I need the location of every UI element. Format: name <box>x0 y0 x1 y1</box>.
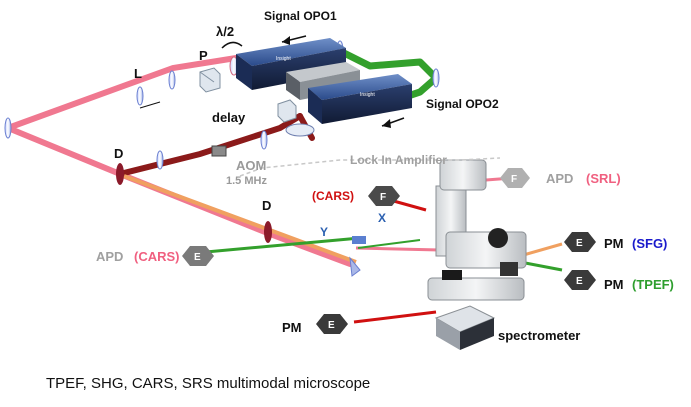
lens-l <box>168 70 176 90</box>
label-cars-top: (CARS) <box>312 189 354 203</box>
box-e-tpef <box>564 270 596 290</box>
lens-left-end <box>4 117 12 139</box>
label-pm-sfg: PM <box>604 236 624 251</box>
label-axis-y: Y <box>320 225 328 239</box>
beam-to-scope <box>355 246 441 252</box>
sfg-beam <box>519 242 563 258</box>
label-lock-in: Lock In Amplifier <box>350 153 447 167</box>
mirror-d-upper <box>116 163 124 185</box>
box-f-cars <box>368 186 400 206</box>
lens-opo-2 <box>432 68 440 88</box>
arrow-waveplate <box>221 41 243 49</box>
laser-opo1 <box>236 38 346 90</box>
label-l: L <box>134 66 142 81</box>
label-tpef: (TPEF) <box>632 277 674 292</box>
galvo-scanner <box>349 236 366 277</box>
label-signal-opo1: Signal OPO1 <box>264 9 337 23</box>
lockin-connection <box>239 157 501 177</box>
box-e-bottom-letter: E <box>328 320 335 331</box>
laser-opo2 <box>308 74 412 124</box>
label-sfg: (SFG) <box>632 236 667 251</box>
label-cars-left: (CARS) <box>134 249 180 264</box>
label-srl: (SRL) <box>586 171 621 186</box>
box-f-srl <box>500 168 530 188</box>
lens-stokes <box>156 150 164 170</box>
figure-caption: TPEF, SHG, CARS, SRS multimodal microsco… <box>46 375 370 392</box>
box-e-tpef-letter: E <box>576 276 583 287</box>
beam-green-scope <box>357 239 421 249</box>
box-e-bottom <box>316 314 348 334</box>
cars-return-beam <box>194 236 361 255</box>
arrow-opo1 <box>281 35 307 45</box>
combined-beam <box>123 174 357 264</box>
label-pm-bottom: PM <box>282 320 302 335</box>
box-e-cars-letter: E <box>194 252 201 263</box>
box-e-sfg-letter: E <box>576 238 583 249</box>
aom-crystal <box>211 145 227 157</box>
arrow-opo2 <box>381 117 405 128</box>
mirror-d-lower <box>264 221 272 243</box>
label-p: P <box>199 48 208 63</box>
label-d-lower: D <box>262 198 271 213</box>
tpef-beam <box>519 260 563 272</box>
label-spectrometer: spectrometer <box>498 328 580 343</box>
lens-delay <box>260 130 268 150</box>
opo-beam <box>336 46 440 102</box>
label-aom-freq: 1.5 MHz <box>226 175 267 187</box>
label-d-upper: D <box>114 146 123 161</box>
box-e-cars <box>182 246 214 266</box>
lens-pump-1 <box>136 86 144 106</box>
box-e-sfg <box>564 232 596 252</box>
fwd-cars-beam <box>389 198 427 212</box>
label-laser-brand-2: Insight <box>360 92 375 98</box>
spectrometer-device <box>434 305 496 350</box>
bottom-beam <box>353 310 437 324</box>
delay-stage <box>277 99 315 137</box>
label-aom: AOM <box>236 158 266 173</box>
label-laser-brand-1: Insight <box>276 56 291 62</box>
polarizer-cube <box>199 67 221 93</box>
microscope <box>427 159 527 301</box>
label-signal-opo2: Signal OPO2 <box>426 97 499 111</box>
label-pm-tpef: PM <box>604 277 624 292</box>
arrow-pump <box>89 105 113 115</box>
label-apd-srl: APD <box>546 171 573 186</box>
label-lambda-half: λ/2 <box>216 24 234 39</box>
label-delay: delay <box>212 110 246 125</box>
label-apd-cars: APD <box>96 249 123 264</box>
box-f-cars-letter: F <box>380 192 386 203</box>
label-axis-x: X <box>378 211 386 225</box>
arrow-lens-l <box>139 101 161 109</box>
box-f-srl-letter: F <box>511 174 517 185</box>
